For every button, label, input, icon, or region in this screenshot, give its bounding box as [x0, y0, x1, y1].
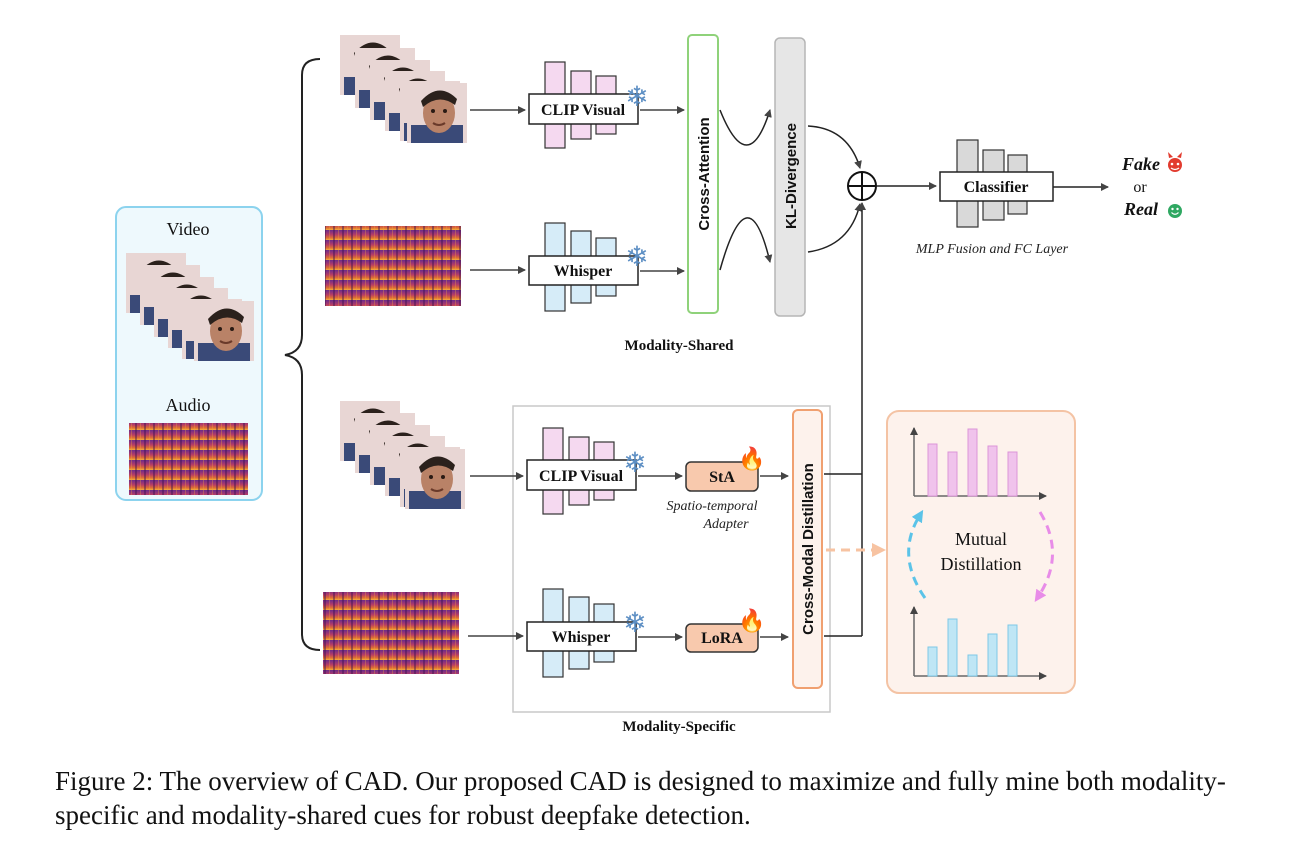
lora-adapter: LoRA 🔥 — [685, 608, 766, 653]
kl-divergence-label: KL-Divergence — [783, 123, 800, 229]
shared-clip-label: CLIP Visual — [541, 102, 626, 119]
mutual-label-line2: Distillation — [941, 554, 1022, 574]
snowflake-icon: ❄ — [625, 242, 648, 273]
mutual-distillation-panel: Mutual Distillation — [886, 410, 1076, 694]
shared-clip-box — [528, 93, 639, 125]
pink-to-blue-arrow — [1034, 511, 1054, 602]
lora-label: LoRA — [701, 630, 743, 647]
devil-face-icon — [1168, 152, 1182, 172]
sta-adapter: StA 🔥 Spatio-temporal Adapter — [667, 446, 766, 532]
specific-whisper-label: Whisper — [552, 629, 611, 646]
blue-bar — [1007, 624, 1018, 677]
shared-branch: CLIP Visual ❄ Whisper ❄ Cross-Attention … — [325, 34, 806, 354]
specific-clip-label: CLIP Visual — [539, 468, 624, 485]
specific-branch: CLIP Visual ❄ StA 🔥 Spatio-temporal Adap… — [323, 400, 831, 735]
blue-bar — [987, 633, 998, 677]
video-label: Video — [167, 219, 210, 239]
snowflake-icon: ❄ — [623, 448, 646, 479]
or-label: or — [1133, 179, 1147, 196]
output-labels: Fake or Real — [1121, 152, 1182, 219]
input-audio-spectrogram — [129, 423, 248, 495]
blue-bar — [927, 646, 938, 677]
sta-label: StA — [709, 469, 735, 486]
specific-frame — [512, 405, 831, 713]
blue-bar — [947, 618, 958, 677]
input-panel: Video Audio — [115, 206, 263, 501]
specific-video-frames — [339, 400, 466, 510]
specific-whisper-encoder: Whisper — [526, 588, 637, 678]
real-label: Real — [1123, 199, 1158, 219]
shared-whisper-label: Whisper — [554, 263, 613, 280]
fake-label: Fake — [1121, 154, 1160, 174]
circled-plus-icon — [847, 171, 877, 201]
fire-icon: 🔥 — [738, 608, 765, 633]
pink-bar — [947, 451, 958, 497]
specific-clip-encoder: CLIP Visual — [526, 427, 637, 515]
modality-shared-label: Modality-Shared — [625, 338, 735, 354]
classifier-box — [939, 171, 1054, 202]
fire-icon: 🔥 — [738, 446, 765, 471]
specific-whisper-box — [526, 621, 637, 652]
mutual-label-line1: Mutual — [955, 529, 1007, 549]
architecture-diagram: Video Audio CLI — [115, 34, 1182, 735]
pink-bar — [987, 445, 998, 497]
kl-divergence-block — [774, 37, 806, 317]
pink-bar — [967, 428, 978, 497]
cross-attention-block — [687, 34, 719, 314]
shared-whisper-encoder: Whisper — [528, 222, 639, 312]
specific-clip-box — [526, 459, 637, 491]
shared-clip-encoder: CLIP Visual — [528, 61, 639, 149]
shared-whisper-box — [528, 255, 639, 286]
shared-video-frames — [339, 34, 468, 144]
cross-modal-distillation-block — [792, 409, 823, 689]
modality-specific-label: Modality-Specific — [622, 719, 736, 735]
cross-modal-distillation-label: Cross-Modal Distillation — [800, 463, 817, 635]
sta-caption-line2: Adapter — [702, 517, 749, 532]
shared-audio-spectrogram — [325, 226, 461, 306]
specific-audio-spectrogram — [323, 592, 459, 674]
pink-bar — [1007, 451, 1018, 497]
branch-brace — [284, 58, 321, 651]
blue-bar — [967, 654, 978, 677]
snowflake-icon: ❄ — [623, 608, 646, 639]
blue-to-pink-arrow — [907, 509, 927, 599]
cross-attention-label: Cross-Attention — [696, 117, 713, 230]
audio-label: Audio — [166, 395, 211, 415]
classifier-module: Classifier MLP Fusion and FC Layer — [915, 139, 1069, 257]
snowflake-icon: ❄ — [625, 82, 648, 113]
sta-caption-line1: Spatio-temporal — [667, 499, 758, 514]
pink-bar — [927, 443, 938, 497]
figure-caption: Figure 2: The overview of CAD. Our propo… — [55, 766, 1226, 830]
classifier-label: Classifier — [964, 179, 1029, 196]
smiley-face-icon — [1168, 204, 1182, 218]
classifier-caption: MLP Fusion and FC Layer — [915, 242, 1069, 257]
